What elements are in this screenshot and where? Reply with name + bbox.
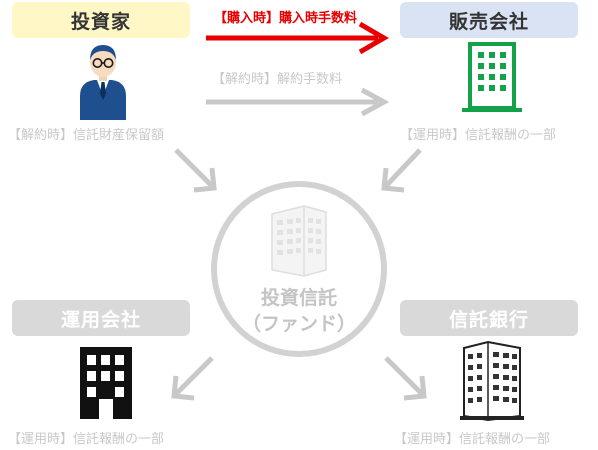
purchase-arrow [206,21,389,55]
trustee-fee-label: 【運用時】信託報酬の一部 [394,432,551,447]
black-building-icon [80,347,132,419]
redemption-fee-label: 【解約時】解約手数料 [212,72,343,87]
seller-fee-label: 【運用時】信託報酬の一部 [400,128,557,143]
businessman-icon [80,45,126,120]
fund-to-trustee-arrow [384,356,427,401]
trustee-label: 信託銀行 [448,308,529,331]
investor-box: 投資家 [12,2,190,38]
seller-box: 販売会社 [400,2,578,38]
fund-label-2: （ファンド） [241,313,356,335]
white-building-icon [460,340,524,422]
investor-fee-label: 【解約時】信託財産保留額 [8,128,165,143]
redemption-arrow [206,87,390,117]
trustee-box: 信託銀行 [400,300,578,336]
green-office-building-icon [462,42,522,112]
fund-label-1: 投資信託 [260,287,337,309]
manager-box: 運用会社 [12,300,190,336]
investor-to-fund-arrow [174,148,217,193]
manager-fee-label: 【運用時】信託報酬の一部 [8,432,165,447]
investor-label: 投資家 [70,10,131,33]
building-icon [271,205,327,277]
seller-label: 販売会社 [448,10,529,33]
purchase-fee-label: 【購入時】購入時手数料 [214,11,358,26]
manager-label: 運用会社 [60,308,141,331]
fund-circle [211,181,387,357]
seller-to-fund-arrow [381,148,422,193]
fund-to-manager-arrow [171,356,214,401]
